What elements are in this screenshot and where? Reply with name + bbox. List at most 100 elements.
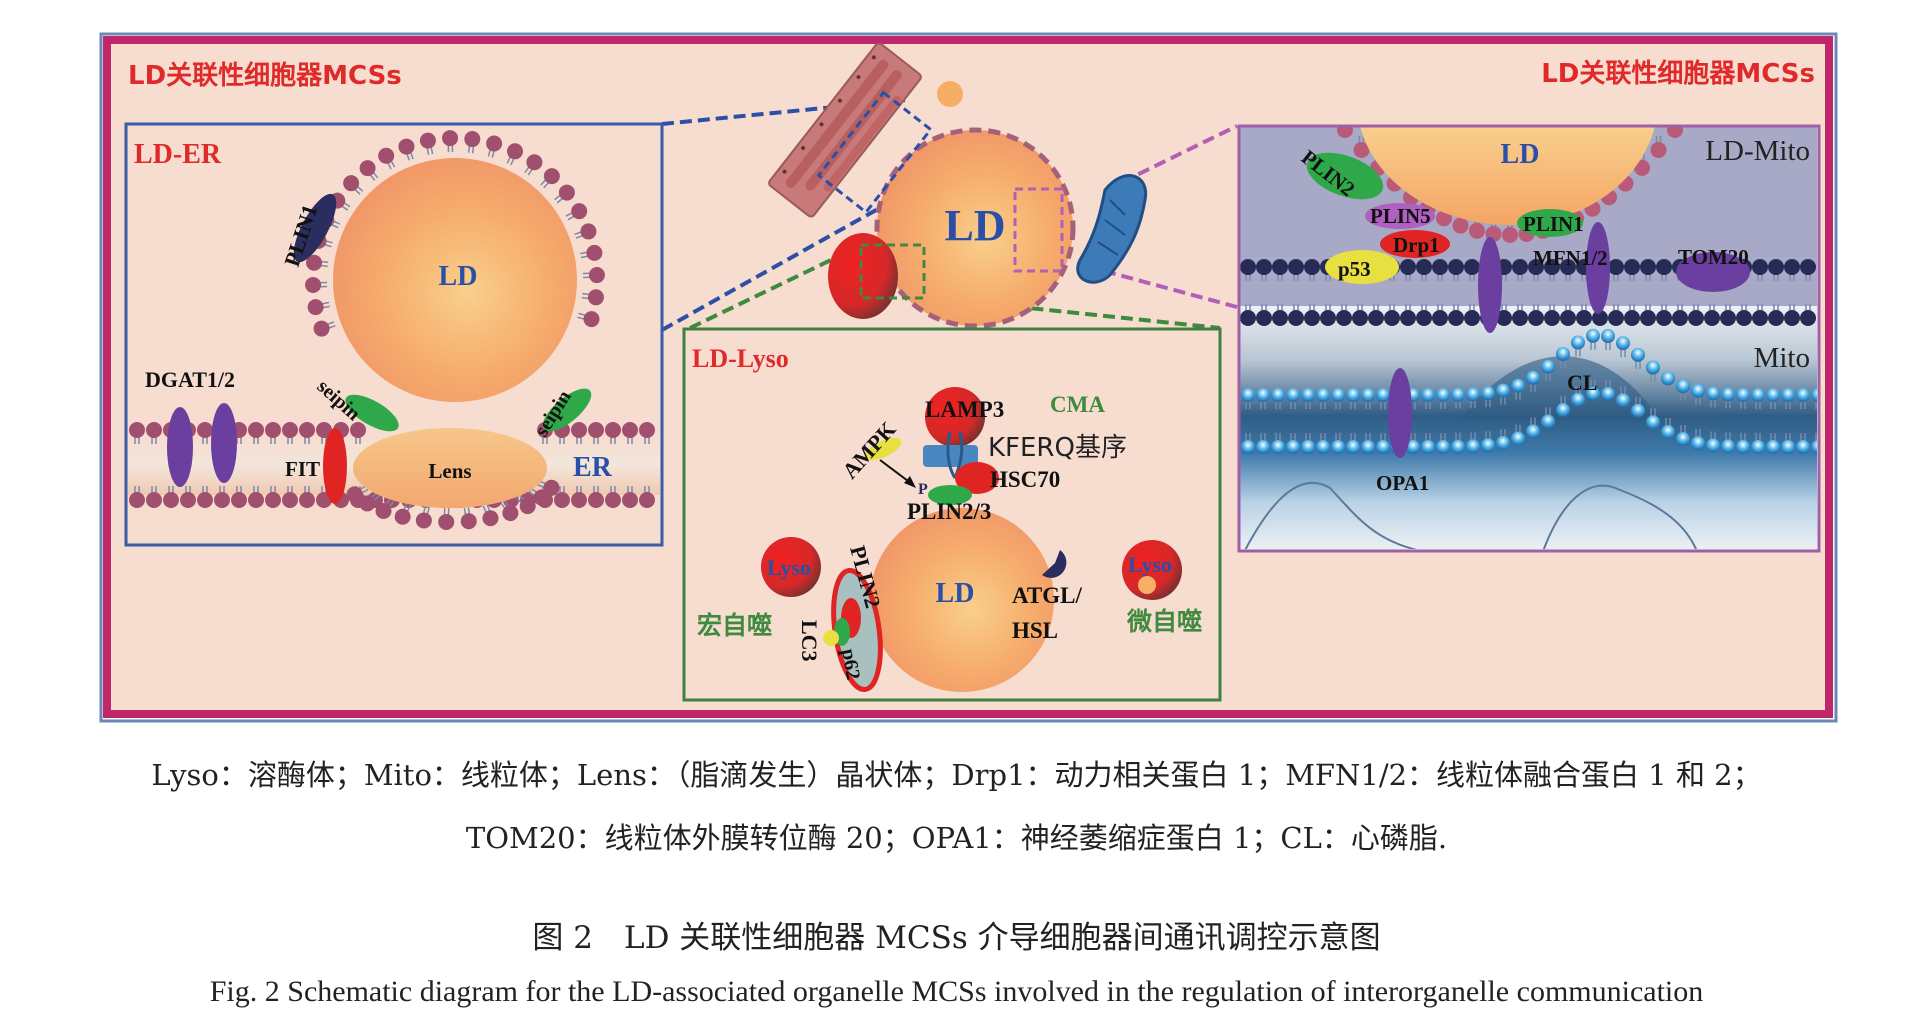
lipid-head — [1526, 424, 1540, 439]
lipid-head — [1400, 259, 1416, 275]
lipid-head — [1691, 383, 1705, 398]
lipid-head — [1416, 310, 1432, 326]
lipid-head — [1800, 310, 1816, 326]
lipid-head — [163, 492, 179, 508]
lipid-head — [1448, 310, 1464, 326]
legend-line-1: Lyso：溶酶体；Mito：线粒体；Lens：（脂滴发生）晶状体；Drp1：动力… — [151, 758, 1762, 792]
lipid-head — [346, 486, 363, 503]
dgat-label: DGAT1/2 — [145, 367, 235, 392]
lipid-head — [1592, 310, 1608, 326]
plin2-mito-protein — [1306, 152, 1384, 200]
lc3-protein — [823, 630, 839, 646]
lipid-head — [394, 508, 411, 525]
plin1-protein — [293, 193, 337, 263]
fit-label: FIT — [285, 457, 320, 481]
lipid-head — [1796, 439, 1810, 454]
lipid-head — [1512, 310, 1528, 326]
connector-lyso-top — [689, 244, 861, 330]
p53-label: p53 — [1338, 257, 1371, 281]
lipid-head — [299, 422, 315, 438]
lipid-head — [1464, 259, 1480, 275]
center-lipid-droplet — [874, 127, 1076, 329]
plin5-protein — [1365, 203, 1435, 229]
header-right: LD关联性细胞器MCSs — [1541, 58, 1815, 89]
lipid-head — [1608, 310, 1624, 326]
lipid-head — [1752, 259, 1768, 275]
connector-er-bottom — [661, 203, 886, 332]
lipid-head — [1784, 310, 1800, 326]
lipid-head — [1464, 310, 1480, 326]
lipid-head — [1511, 378, 1525, 393]
lipid-head — [1781, 439, 1795, 454]
cl-bulge — [1460, 356, 1660, 420]
lipid-head — [1466, 387, 1480, 402]
ld-mito-box — [1237, 124, 1821, 553]
engulfed-ld — [1138, 576, 1156, 594]
lipid-head — [1800, 259, 1816, 275]
lipid-head — [1650, 141, 1667, 158]
lipid-head — [1421, 439, 1435, 454]
lipid-head — [1556, 403, 1570, 418]
lipid-head — [375, 502, 392, 519]
lipid-head — [146, 422, 162, 438]
lipid-head — [1416, 259, 1432, 275]
hsc70-label: HSC70 — [990, 467, 1060, 492]
mito-tether-protein — [1478, 237, 1502, 333]
hsl-label: HSL — [1012, 618, 1058, 643]
ampk-protein — [864, 437, 902, 461]
lyso-left-label: Lyso — [767, 555, 811, 580]
lipid-head — [1646, 360, 1660, 375]
lipid-head — [639, 422, 655, 438]
p62-label: p62 — [837, 647, 864, 681]
lipid-head — [1288, 259, 1304, 275]
lipid-head — [1751, 439, 1765, 454]
kferq-motif — [923, 445, 978, 467]
lipid-head — [1352, 310, 1368, 326]
lipid-head — [299, 492, 315, 508]
lipid-head — [1384, 310, 1400, 326]
ld-er-title: LD-ER — [134, 139, 222, 170]
lipid-head — [533, 489, 550, 506]
lipid-head — [1704, 310, 1720, 326]
lipid-head — [605, 422, 621, 438]
lipid-head — [1421, 387, 1435, 402]
lipid-head — [1752, 310, 1768, 326]
seipin-left-protein — [345, 394, 399, 432]
cl-label: CL — [1567, 370, 1598, 395]
lipid-head — [1452, 217, 1469, 234]
lipid-head — [1586, 386, 1600, 401]
lipid-head — [1432, 310, 1448, 326]
lipid-head — [1256, 440, 1270, 454]
lipid-head — [197, 422, 213, 438]
outer-frame-shadow — [99, 32, 1838, 723]
lipid-head — [622, 492, 638, 508]
lipid-head — [1601, 386, 1615, 401]
lipid-head — [571, 203, 588, 220]
lipid-head — [1667, 127, 1683, 138]
lipid-head — [1768, 259, 1784, 275]
lipid-head — [605, 492, 621, 508]
lipid-head — [558, 184, 575, 201]
lipid-head — [1736, 310, 1752, 326]
macroautophagy-label: 宏自噬 — [697, 611, 772, 640]
connector-mito-bottom — [1103, 269, 1238, 309]
lipid-head — [1331, 440, 1345, 454]
inner-mito-membrane — [1241, 328, 1817, 454]
lyso-right-lysosome — [1122, 540, 1182, 600]
mito-label: Mito — [1754, 342, 1810, 374]
lipid-head — [1301, 440, 1315, 454]
lipid-head — [583, 311, 600, 328]
mfn-label: MFN1/2 — [1533, 246, 1608, 270]
lipid-head — [1751, 387, 1765, 402]
lipid-head — [1526, 370, 1540, 385]
lipid-head — [507, 143, 524, 160]
lipid-head — [1316, 388, 1330, 402]
lipid-head — [1376, 439, 1390, 454]
plin1-mito-protein — [1517, 209, 1583, 237]
lipid-head — [588, 422, 604, 438]
lipid-head — [1272, 310, 1288, 326]
lipid-head — [1436, 439, 1450, 454]
lipid-head — [305, 276, 322, 293]
lipid-head — [1286, 388, 1300, 402]
drp1-protein — [1380, 230, 1450, 258]
